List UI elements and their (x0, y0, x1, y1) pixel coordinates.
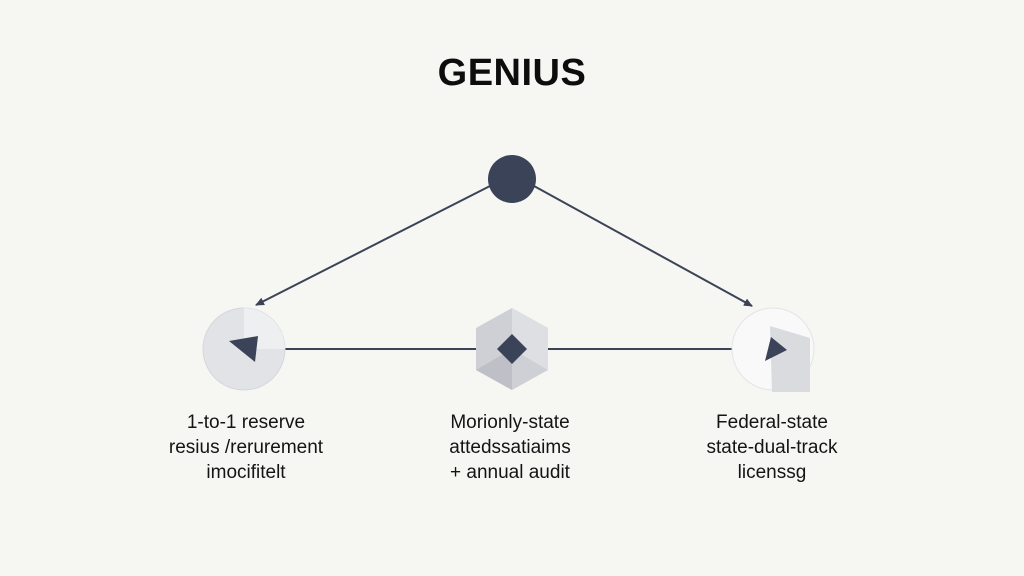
right-node (731, 307, 815, 392)
connector-top-to-left (255, 185, 491, 306)
shape-icon (765, 337, 787, 361)
right-node-label-line: state-dual-track (706, 437, 838, 458)
right-node-label: Federal-state state-dual-track licenssg (642, 410, 902, 485)
left-node (202, 307, 286, 391)
top-node (488, 155, 536, 203)
left-node-label-line: imocifitelt (206, 462, 286, 483)
center-node-label: Morionly-state attedssatiaims + annual a… (380, 410, 640, 485)
center-node (476, 308, 548, 390)
left-node-label-line: 1-to-1 reserve (186, 412, 306, 433)
right-node-label-line: licenssg (737, 462, 807, 483)
connector-top-to-right (533, 185, 753, 307)
diamond-icon (497, 334, 527, 364)
right-node-label-line: Federal-state (716, 412, 828, 433)
left-node-label: 1-to-1 reserve resius /rerurement imocif… (116, 410, 376, 485)
triangle-icon (229, 336, 258, 362)
left-node-label-line: resius /rerurement (168, 437, 324, 458)
center-node-label-line: attedssatiaims (449, 437, 571, 458)
center-node-label-line: Morionly-state (450, 412, 570, 433)
diagram-title: GENIUS (437, 52, 587, 94)
center-node-label-line: + annual audit (450, 462, 570, 483)
